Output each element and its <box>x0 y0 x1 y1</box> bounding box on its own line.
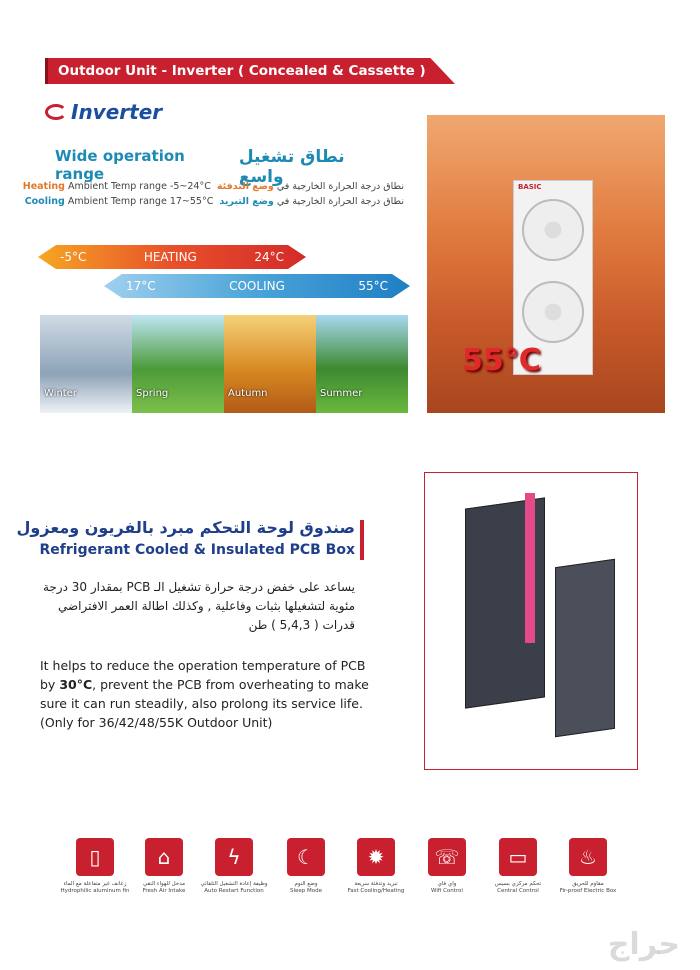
auto-restart-icon: ϟ <box>215 838 253 876</box>
heating-ar: نطاق درجة الحرارة الخارجية في <box>276 181 404 192</box>
pcb-box-image <box>424 472 638 770</box>
unit-brand: BASIC <box>518 183 542 191</box>
feature-label-en: Fresh Air Intake <box>142 888 186 894</box>
central-control-icon: ▭ <box>499 838 537 876</box>
watermark: حراج <box>607 927 680 962</box>
title-accent-bar <box>360 520 364 560</box>
cooling-arrow-label: COOLING <box>229 279 285 293</box>
season-label: Summer <box>320 388 363 399</box>
season-label: Autumn <box>228 388 268 399</box>
sun-snow-icon: ✹ <box>357 838 395 876</box>
para-text: , prevent the PCB from overheating to ma… <box>40 677 369 730</box>
heating-ar-mode: وضع التدفئة <box>216 181 274 192</box>
feature-label-ar: مدخل للهواء النقي <box>142 881 186 887</box>
para-text: It helps to reduce the operation tempera… <box>40 658 366 692</box>
range-title-ar: نطاق تشغيل واسع <box>238 147 345 187</box>
cooling-text: Ambient Temp range 17~55°C <box>64 196 214 207</box>
feature-label-en: Hydrophilic aluminum fin <box>60 888 130 894</box>
cooling-ar: نطاق درجة الحرارة الخارجية في <box>276 196 404 207</box>
heating-text: Ambient Temp range -5~24°C <box>64 181 211 192</box>
cooling-label: Cooling <box>24 196 65 207</box>
fresh-air-icon: ⌂ <box>145 838 183 876</box>
feature-label-en: Auto Restart Function <box>204 888 264 894</box>
cooling-arrow: 17°C COOLING 55°C <box>104 274 410 298</box>
inverter-logo: Inverter <box>45 100 162 124</box>
feature-label-ar: مقاوم للحريق <box>572 881 604 887</box>
cooling-max: 55°C <box>358 279 388 293</box>
fan-icon <box>522 199 584 261</box>
season-label: Winter <box>44 388 77 399</box>
season-winter: Winter <box>40 315 132 413</box>
para-bold: 30°C <box>59 677 93 692</box>
heating-arrow-label: HEATING <box>143 250 197 264</box>
feature-label-ar: تحكم مركزي بسيس <box>494 881 542 887</box>
temp-55-badge: 55°C <box>462 343 541 378</box>
season-label: Spring <box>136 388 169 399</box>
feature-label-en: Wifi Control <box>431 888 463 894</box>
pcb-paragraph-en: It helps to reduce the operation tempera… <box>40 656 380 732</box>
outdoor-unit-image: BASIC <box>513 180 593 375</box>
heating-arrow: -5°C HEATING 24°C <box>38 245 306 269</box>
feature-label-en: Fast Cooling/Heating <box>347 888 405 894</box>
heating-max: 24°C <box>254 250 284 264</box>
season-spring: Spring <box>132 315 224 413</box>
feature-label-ar: تبريد وتدفئة سريعة <box>354 881 398 887</box>
feature-label-ar: وضع النوم <box>294 881 318 887</box>
feature-label-en: Sleep Mode <box>289 888 322 894</box>
range-title: Wide operation range نطاق تشغيل واسع <box>55 147 395 187</box>
feature-label-ar: زعانف غير متفاعلة مع الماء <box>63 881 127 887</box>
cooling-ar-mode: وضع التبريد <box>219 196 274 207</box>
moon-icon: ☾ <box>287 838 325 876</box>
cooling-min: 17°C <box>126 279 156 293</box>
pcb-title-en: Refrigerant Cooled & Insulated PCB Box <box>39 542 355 558</box>
feature-label-ar: واي فاي <box>437 881 457 887</box>
fin-icon: ▯ <box>76 838 114 876</box>
pcb-title-ar: صندوق لوحة التحكم مبرد بالفريون ومعزول <box>16 518 355 537</box>
fan-icon <box>522 281 584 343</box>
feature-label-en: Central Control <box>497 888 539 894</box>
cooling-range-line: Cooling Ambient Temp range 17~55°C نطاق … <box>25 196 404 207</box>
section-banner: Outdoor Unit - Inverter ( Concealed & Ca… <box>45 58 455 84</box>
range-title-en: Wide operation range <box>55 147 185 183</box>
inverter-logo-icon <box>45 104 67 120</box>
wifi-remote-icon: ☏ <box>428 838 466 876</box>
feature-label-ar: وظيفة إعادة التشغيل التلقائي <box>200 881 268 887</box>
heating-range-line: Heating Ambient Temp range -5~24°C نطاق … <box>23 181 404 192</box>
fireproof-icon: ♨ <box>569 838 607 876</box>
logo-text: Inverter <box>71 100 163 124</box>
refrigerant-pipe <box>525 493 535 643</box>
feature-label-en: Fir-proof Electric Box <box>559 888 617 894</box>
season-autumn: Autumn <box>224 315 316 413</box>
heating-label: Heating <box>22 181 65 192</box>
heating-min: -5°C <box>60 250 87 264</box>
pcb-paragraph-ar: يساعد على خفض درجة حرارة تشغيل الـ PCB ب… <box>42 580 355 632</box>
pcb-panel <box>555 558 615 738</box>
season-summer: Summer <box>316 315 408 413</box>
